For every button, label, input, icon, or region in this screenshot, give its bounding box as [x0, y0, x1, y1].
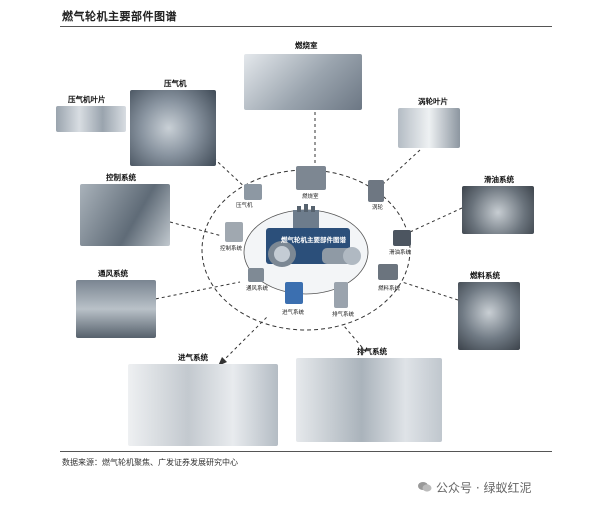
photo-combustor	[244, 54, 362, 110]
drawing-exhaust	[296, 358, 442, 442]
inner-ventilation-label: 通风系统	[246, 286, 269, 292]
label-combustor: 燃烧室	[295, 41, 318, 50]
connector-ventilation	[149, 281, 241, 301]
bottom-divider	[60, 451, 552, 452]
inner-turbine-label: 涡轮	[372, 205, 384, 211]
photo-fuel	[458, 282, 520, 350]
connector-control	[169, 221, 223, 237]
source-note: 数据来源：燃气轮机聚焦、广发证券发展研究中心	[62, 458, 238, 467]
top-divider	[60, 26, 552, 27]
label-exhaust: 排气系统	[357, 347, 387, 356]
photo-compressor-blade	[56, 106, 126, 132]
label-intake: 进气系统	[178, 353, 208, 362]
center-label: 燃气轮机主要部件图谱	[281, 236, 346, 244]
connector-lube	[409, 207, 463, 233]
inner-exhaust-thumb	[334, 282, 348, 308]
label-turbine-blade: 涡轮叶片	[418, 97, 448, 106]
page-title: 燃气轮机主要部件图谱	[62, 10, 177, 23]
photo-compressor	[130, 90, 216, 166]
inner-ventilation-thumb	[248, 268, 264, 282]
inner-intake-thumb	[285, 282, 303, 304]
label-compressor: 压气机	[164, 79, 187, 88]
connector-compressor	[204, 149, 251, 193]
label-fuel: 燃料系统	[470, 271, 500, 280]
wechat-icon	[418, 482, 432, 492]
label-control: 控制系统	[106, 173, 136, 182]
inner-turbine-thumb	[368, 180, 384, 202]
inner-fuel-thumb	[378, 264, 398, 280]
inner-control-thumb	[225, 222, 243, 242]
connector-fuel	[401, 281, 459, 301]
label-lube: 滑油系统	[484, 175, 514, 184]
photo-lube	[462, 186, 534, 234]
inner-compressor-thumb	[244, 184, 262, 200]
inner-control-label: 控制系统	[220, 246, 243, 252]
center-turbine-illustration	[266, 228, 361, 267]
drawing-intake	[128, 364, 278, 446]
inner-fuel-label: 燃料系统	[378, 286, 401, 292]
label-compressor-blade: 压气机叶片	[68, 95, 106, 104]
inner-combustor-thumb	[296, 166, 326, 190]
inner-lube-thumb	[393, 230, 411, 246]
label-ventilation: 通风系统	[98, 269, 128, 278]
arrow-intake	[218, 357, 227, 366]
inner-intake-label: 进气系统	[282, 310, 305, 316]
center-tower-illustration	[293, 210, 319, 228]
inner-compressor-label: 压气机	[236, 203, 253, 209]
connector-turbine-blade	[381, 149, 421, 186]
photo-control	[80, 184, 170, 246]
connector-intake	[221, 315, 269, 363]
inner-lube-label: 滑油系统	[389, 250, 412, 256]
inner-exhaust-label: 排气系统	[332, 312, 355, 318]
watermark: 公众号 · 绿蚁红泥	[436, 481, 532, 495]
photo-turbine-blade	[398, 108, 460, 148]
photo-ventilation	[76, 280, 156, 338]
inner-combustor-label: 燃烧室	[302, 194, 319, 200]
